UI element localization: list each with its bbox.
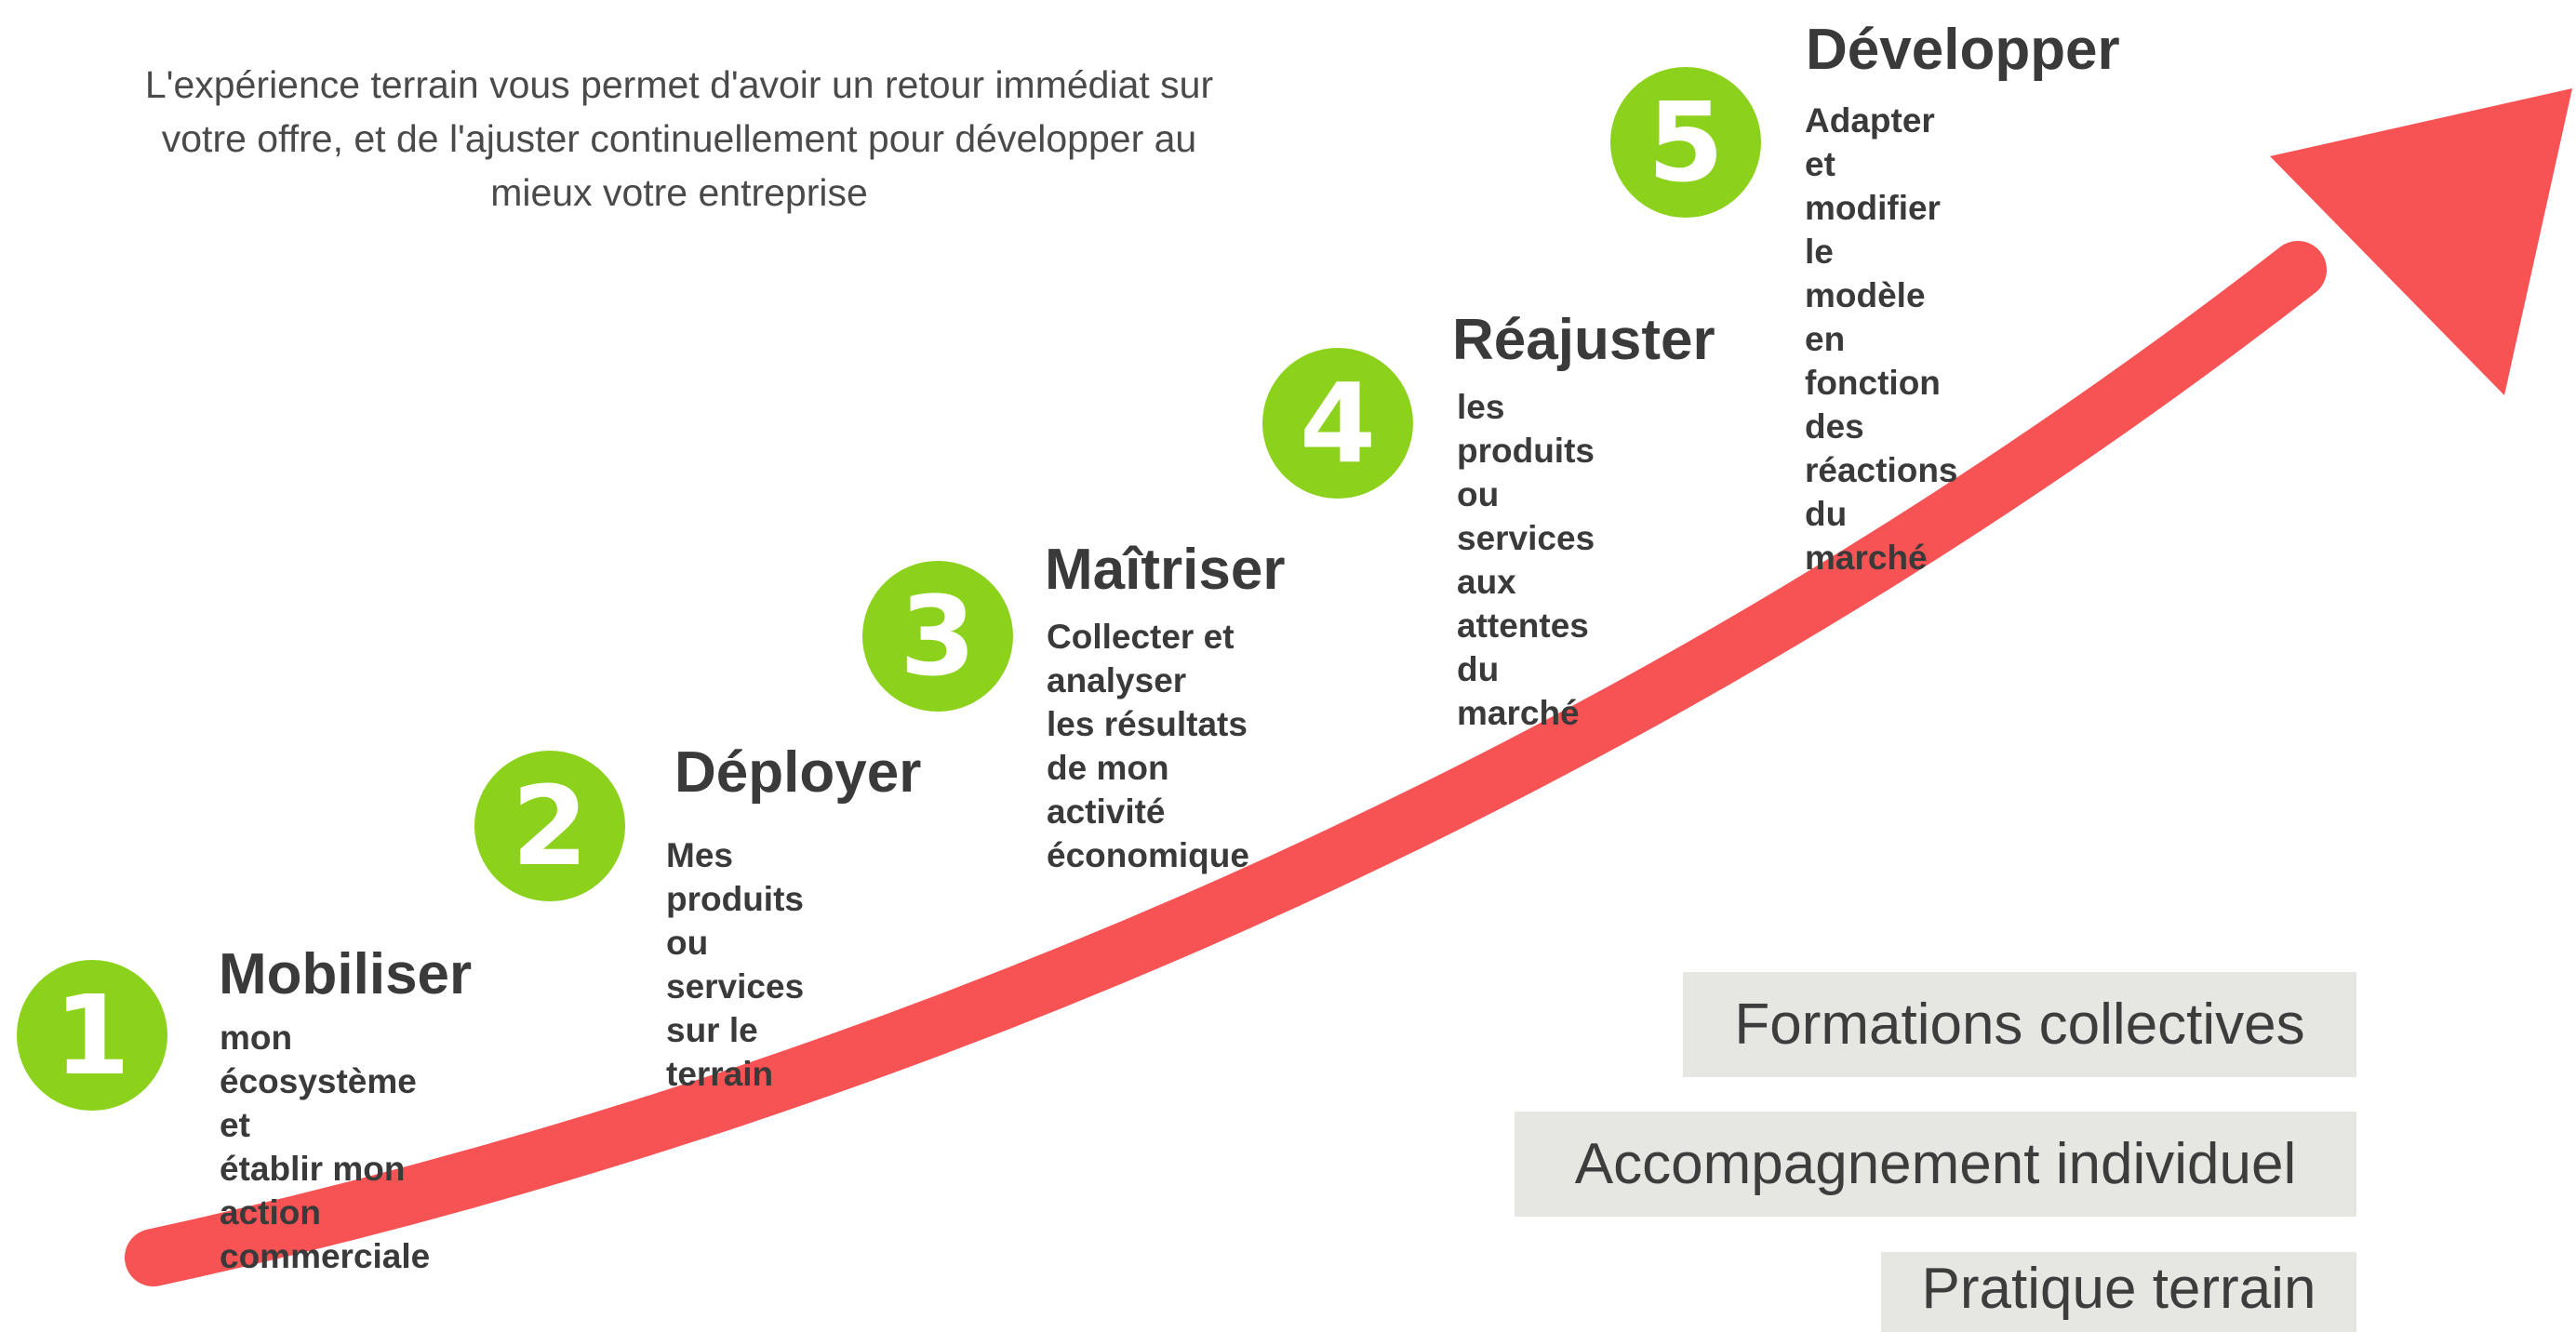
label-accompagnement-individuel: Accompagnement individuel [1515, 1112, 2356, 1217]
step-2-description: Mes produits ou services sur le terrain [666, 836, 805, 1093]
label-formations-collectives: Formations collectives [1683, 972, 2356, 1077]
growth-arrow-body [125, 241, 2327, 1286]
intro-text: L'expérience terrain vous permet d'avoir… [144, 63, 1214, 214]
label-pratique-terrain: Pratique terrain [1881, 1252, 2356, 1332]
step-2-title: Déployer [674, 740, 922, 805]
step-5-title: Développer [1806, 18, 2120, 82]
step-5-description: Adapter et modifier le modèle en fonctio… [1805, 101, 1958, 577]
step-3-description: Collecter et analyser les résultats de m… [1047, 618, 1249, 874]
step-5-badge: 5 [1610, 67, 1761, 218]
growth-arrow-head [2270, 88, 2572, 395]
step-1-title: Mobiliser [219, 942, 473, 1006]
step-3-badge: 3 [862, 561, 1013, 712]
step-4-badge: 4 [1262, 348, 1413, 499]
step-4-title: Réajuster [1452, 308, 1715, 372]
step-2-badge: 2 [474, 751, 625, 901]
step-1-description: mon écosystème et établir mon action com… [220, 1019, 431, 1275]
step-1-badge: 1 [17, 960, 167, 1111]
step-4-description: les produits ou services aux attentes du… [1457, 388, 1595, 732]
step-3-title: Maîtriser [1045, 538, 1286, 602]
